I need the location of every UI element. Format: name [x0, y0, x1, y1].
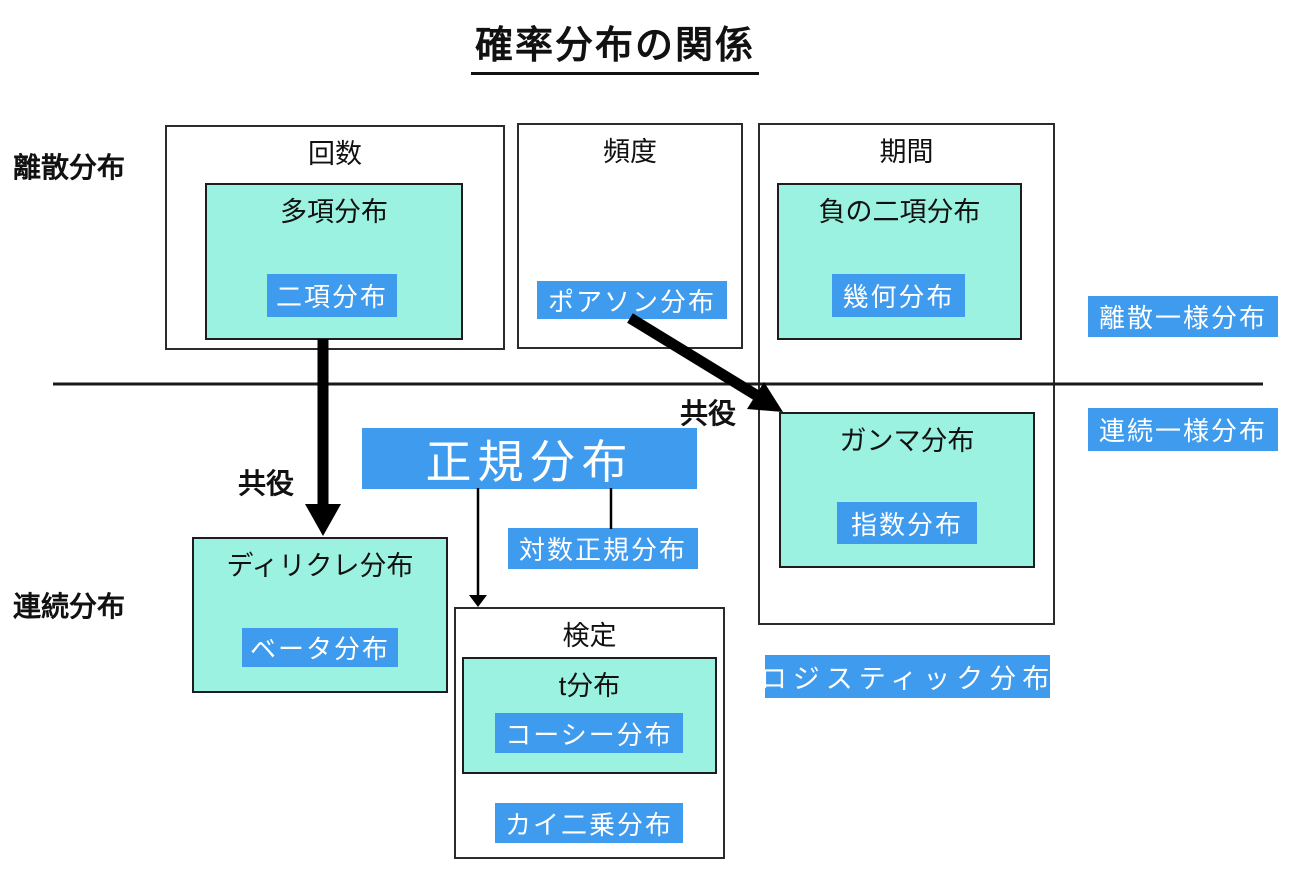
normal-to-test-arrowhead [469, 595, 487, 607]
group-label-test: 検定 [562, 621, 617, 651]
dist-box-gamma: ガンマ分布 [779, 412, 1035, 568]
dist-chip-logistic: ロジスティック分布 [760, 655, 1050, 698]
dist-chip-cauchy: コーシー分布 [495, 713, 683, 753]
dist-chip-binomial: 二項分布 [267, 274, 397, 317]
group-label-frequency: 頻度 [603, 137, 657, 167]
dist-label-multinomial: 多項分布 [280, 197, 388, 227]
dist-chip-continuous-uniform: 連続一様分布 [1088, 408, 1278, 451]
conjugate-label-right: 共役 [680, 398, 737, 429]
conjugate-arrow-left-head [305, 504, 341, 536]
row-label-discrete: 離散分布 [13, 152, 126, 183]
dist-chip-chi-squared: カイ二乗分布 [495, 803, 683, 843]
conjugate-label-left: 共役 [238, 468, 295, 499]
dist-chip-poisson: ポアソン分布 [537, 281, 727, 319]
dist-label-dirichlet: ディリクレ分布 [226, 551, 414, 581]
dist-chip-geometric: 幾何分布 [832, 274, 965, 317]
dist-chip-normal: 正規分布 [362, 428, 697, 489]
group-label-count: 回数 [308, 139, 362, 169]
dist-label-gamma: ガンマ分布 [839, 426, 975, 456]
dist-label-t: t分布 [558, 671, 621, 701]
page-title: 確率分布の関係 [471, 14, 760, 75]
dist-box-dirichlet: ディリクレ分布 [192, 537, 448, 693]
group-label-period: 期間 [879, 137, 934, 167]
dist-label-negative-binomial: 負の二項分布 [818, 197, 981, 227]
dist-chip-lognormal: 対数正規分布 [508, 528, 698, 569]
dist-chip-exponential: 指数分布 [837, 502, 977, 544]
row-label-continuous: 連続分布 [13, 591, 126, 622]
dist-chip-beta: ベータ分布 [242, 628, 398, 667]
dist-chip-discrete-uniform: 離散一様分布 [1088, 296, 1278, 337]
